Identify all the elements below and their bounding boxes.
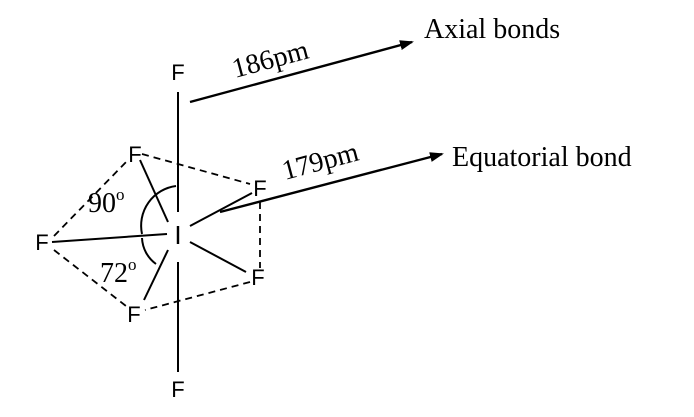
atom-f-bottom: F — [171, 377, 184, 402]
atom-i-center: I — [174, 220, 181, 250]
equatorial-arrow — [219, 152, 444, 214]
pentagon-edge-lower — [144, 281, 251, 311]
angle-label-90: 90o — [88, 185, 125, 219]
equatorial-bond-label: Equatorial bond — [452, 142, 632, 173]
angle-label-72: 72o — [100, 255, 137, 289]
pentagon-edge-upper — [141, 153, 251, 185]
atom-f-upper-left: F — [128, 142, 141, 167]
axial-bonds-label: Axial bonds — [424, 14, 560, 45]
pentagon-edge-left-lower — [53, 249, 127, 307]
equatorial-bond-upper-left — [139, 159, 169, 223]
axial-arrow — [189, 40, 414, 104]
angle-arc-90 — [140, 185, 177, 235]
equatorial-bond-lower-left — [143, 249, 169, 301]
equatorial-bond-lower-right — [189, 241, 247, 273]
atom-f-top: F — [171, 60, 184, 85]
axial-bond-length-label: 186pm — [229, 35, 312, 85]
equatorial-bond-upper-right — [189, 192, 253, 227]
atom-f-lower-right: F — [251, 265, 264, 290]
pentagon-edge-left-upper — [53, 159, 129, 237]
atom-f-upper-right: F — [253, 176, 266, 201]
equatorial-bond-left — [51, 233, 168, 243]
atom-f-lower-left: F — [127, 302, 140, 327]
atom-f-left: F — [35, 230, 48, 255]
angle-arc-72 — [141, 237, 157, 265]
